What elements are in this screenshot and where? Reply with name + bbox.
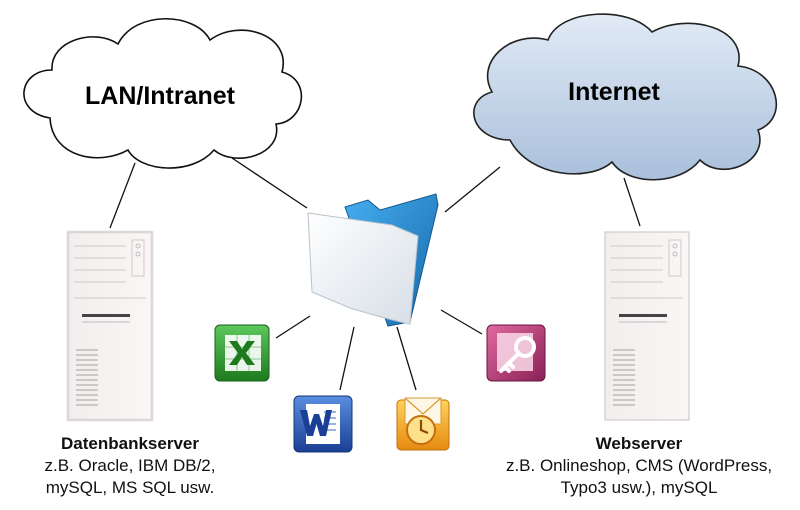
connector-lancloud-server — [109, 162, 136, 229]
database-server-line-1: z.B. Oracle, IBM DB/2, — [44, 456, 216, 475]
excel-icon — [214, 324, 270, 382]
connector-internet-server — [623, 177, 641, 227]
connector-lines — [109, 157, 641, 391]
connector-lancloud-folder — [231, 157, 308, 209]
filemaker-folder-icon — [307, 193, 439, 327]
access-icon — [486, 324, 546, 382]
connector-folder-access — [440, 309, 483, 335]
word-icon — [293, 395, 353, 453]
connector-internet-folder — [444, 166, 501, 213]
lan-intranet-cloud-icon: LAN/Intranet — [23, 17, 303, 169]
web-server-icon — [604, 231, 690, 421]
web-server-caption: Webserver z.B. Onlineshop, CMS (WordPres… — [480, 433, 798, 499]
database-server-title: Datenbankserver — [61, 434, 199, 453]
internet-label: Internet — [568, 78, 660, 106]
database-server-icon — [66, 230, 154, 422]
connector-folder-outlook — [396, 326, 417, 391]
web-server-line-2: Typo3 usw.), mySQL — [560, 478, 718, 497]
database-server-caption: Datenbankserver z.B. Oracle, IBM DB/2, m… — [10, 433, 250, 499]
outlook-icon — [396, 397, 450, 451]
database-server-line-2: mySQL, MS SQL usw. — [45, 478, 215, 497]
web-server-line-1: z.B. Onlineshop, CMS (WordPress, — [505, 456, 773, 475]
lan-intranet-label: LAN/Intranet — [85, 82, 236, 110]
connector-folder-excel — [275, 315, 311, 339]
web-server-title: Webserver — [595, 434, 683, 453]
internet-cloud-icon: Internet — [473, 13, 778, 181]
connector-folder-word — [339, 326, 355, 391]
